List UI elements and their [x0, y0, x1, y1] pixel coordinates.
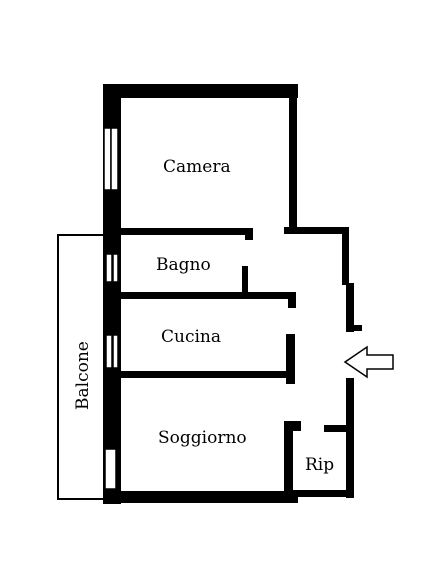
room-label-cucina: Cucina: [161, 327, 221, 347]
rip-top-wall: [324, 425, 352, 432]
rip-bottom-wall: [290, 490, 354, 497]
room-label-rip: Rip: [305, 455, 334, 475]
room-label-balcone: Balcone: [73, 341, 93, 410]
rip-door-jamb: [284, 421, 301, 431]
interior-walls: [117, 228, 352, 498]
cucina-door-jamb-top: [288, 292, 296, 308]
cucina-soggiorno-wall: [117, 371, 295, 378]
cucina-window: [105, 334, 113, 369]
camera-window-inner: [110, 127, 119, 191]
bagno-cucina-wall: [117, 292, 296, 299]
bagno-window-inner: [112, 253, 119, 283]
room-label-soggiorno: Soggiorno: [158, 428, 247, 448]
bagno-window: [105, 253, 113, 283]
camera-window-outer: [103, 127, 112, 191]
right-wall-middle: [346, 283, 354, 332]
cucina-right-wall: [286, 334, 295, 384]
upper-corridor-wall: [284, 227, 349, 234]
right-wall-lower: [346, 378, 354, 498]
arrow-left-icon: [343, 345, 394, 379]
soggiorno-window: [104, 448, 117, 490]
balcony-area: [57, 234, 106, 500]
right-wall-upper: [342, 227, 349, 285]
bottom-wall: [103, 491, 298, 503]
camera-bagno-wall: [117, 228, 253, 235]
cucina-window-inner: [112, 334, 119, 369]
door-jamb: [346, 325, 362, 331]
camera-right-wall: [289, 84, 297, 230]
top-wall: [103, 84, 298, 98]
room-label-camera: Camera: [163, 157, 231, 177]
windows: [103, 127, 119, 490]
room-label-bagno: Bagno: [156, 255, 211, 275]
bagno-right-wall: [242, 266, 248, 297]
soggiorno-right-wall: [284, 421, 293, 498]
bagno-door-jamb: [245, 228, 253, 240]
